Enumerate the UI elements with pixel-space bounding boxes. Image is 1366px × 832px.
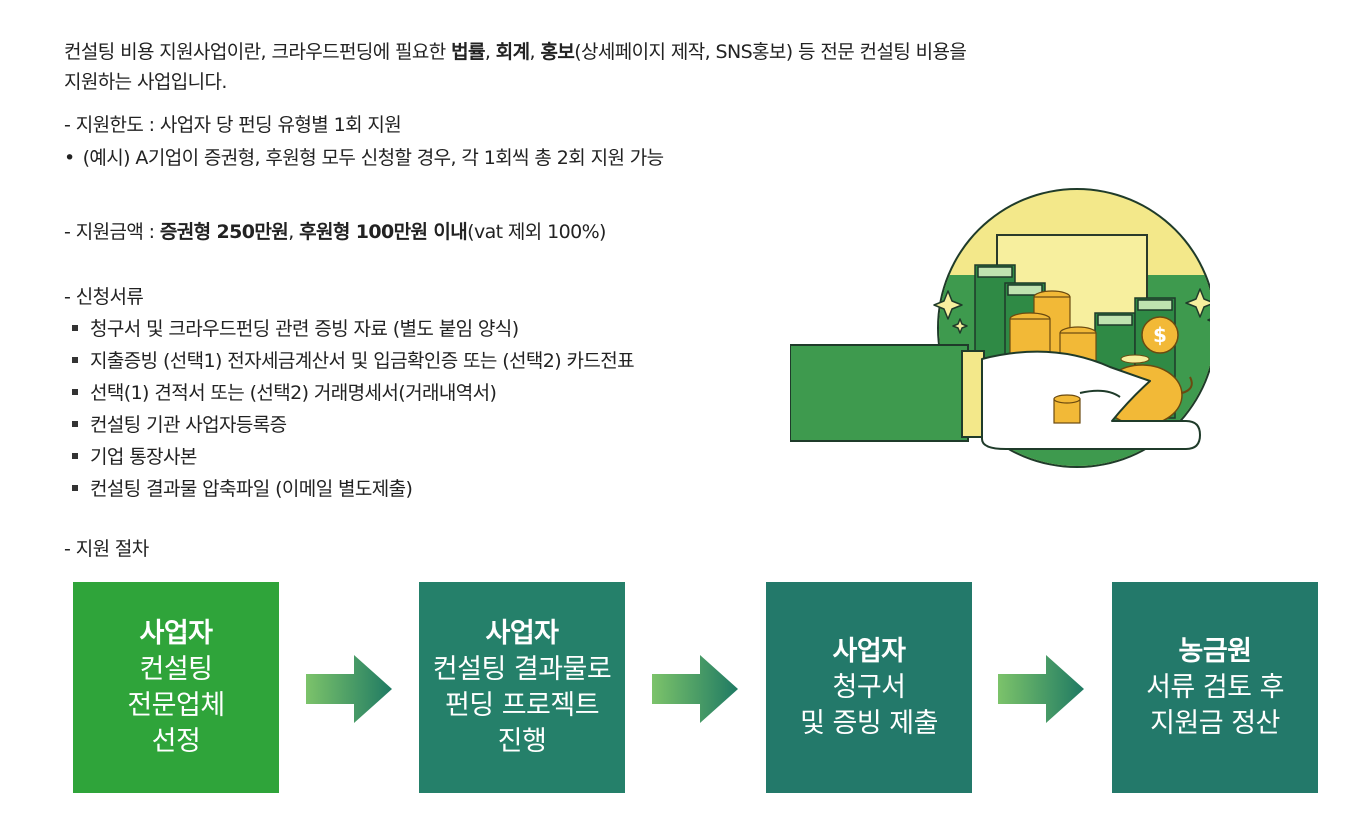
step-line: 진행 <box>497 725 547 757</box>
step-line: 지원금 정산 <box>1150 707 1280 739</box>
procedure-step-1: 사업자 컨설팅 전문업체 선정 <box>73 582 279 793</box>
step-line: 및 증빙 제출 <box>800 707 938 739</box>
amount-line: - 지원금액 : 증권형 250만원, 후원형 100만원 이내(vat 제외 … <box>64 221 606 243</box>
intro-line-1: 컨설팅 비용 지원사업이란, 크라우드펀딩에 필요한 법률, 회계, 홍보(상세… <box>64 41 967 63</box>
documents-item: 컨설팅 기관 사업자등록증 <box>72 412 287 438</box>
step-line: 펀딩 프로젝트 <box>444 689 600 721</box>
arrow-right-icon <box>998 655 1084 723</box>
procedure-step-2: 사업자 컨설팅 결과물로 펀딩 프로젝트 진행 <box>419 582 625 793</box>
intro-line-2: 지원하는 사업입니다. <box>64 71 227 93</box>
procedure-step-4: 농금원 서류 검토 후 지원금 정산 <box>1112 582 1318 793</box>
documents-item: 기업 통장사본 <box>72 444 197 470</box>
coin-symbol: $ <box>1153 323 1167 347</box>
arrow-right-icon <box>652 655 738 723</box>
step-line: 컨설팅 결과물로 <box>432 653 612 685</box>
limit-label: - 지원한도 : 사업자 당 펀딩 유형별 1회 지원 <box>64 114 402 136</box>
step-line: 서류 검토 후 <box>1146 671 1284 703</box>
step-title: 사업자 <box>139 617 213 649</box>
limit-example: (예시) A기업이 증권형, 후원형 모두 신청할 경우, 각 1회씩 총 2회… <box>64 145 665 171</box>
documents-item: 선택(1) 견적서 또는 (선택2) 거래명세서(거래내역서) <box>72 380 497 406</box>
step-title: 사업자 <box>485 617 559 649</box>
documents-item: 지출증빙 (선택1) 전자세금계산서 및 입금확인증 또는 (선택2) 카드전표 <box>72 348 635 374</box>
documents-item: 청구서 및 크라우드펀딩 관련 증빙 자료 (별도 붙임 양식) <box>72 316 519 342</box>
step-title: 사업자 <box>832 635 906 667</box>
step-title: 농금원 <box>1178 635 1252 667</box>
procedure-step-3: 사업자 청구서 및 증빙 제출 <box>766 582 972 793</box>
money-hand-piggybank-illustration: $ <box>789 183 1223 473</box>
documents-item: 컨설팅 결과물 압축파일 (이메일 별도제출) <box>72 476 413 502</box>
arrow-right-icon <box>306 655 392 723</box>
documents-label: - 신청서류 <box>64 286 144 308</box>
procedure-label: - 지원 절차 <box>64 538 149 560</box>
step-line: 컨설팅 <box>139 653 213 685</box>
step-line: 선정 <box>151 725 201 757</box>
step-line: 전문업체 <box>127 689 225 721</box>
step-line: 청구서 <box>832 671 906 703</box>
